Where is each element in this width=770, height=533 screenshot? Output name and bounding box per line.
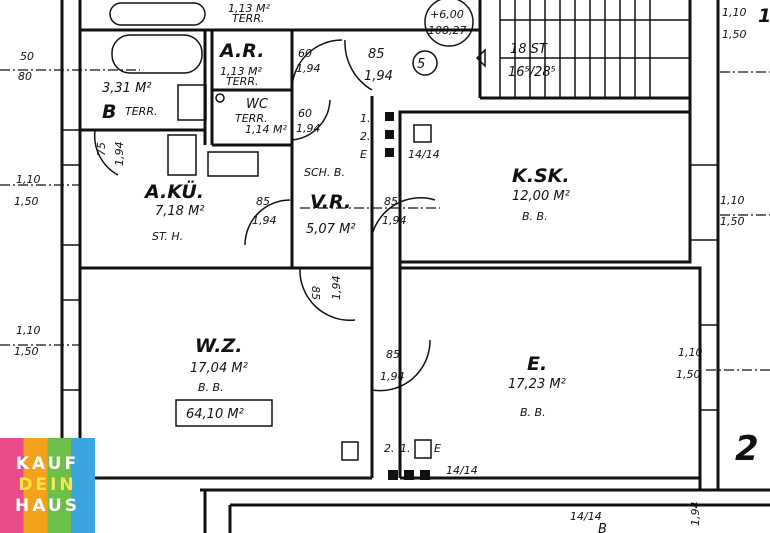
window-height: 1,50: [676, 368, 701, 381]
storage-top-area: 1,13 M²: [228, 2, 270, 15]
vent-icon: [413, 124, 432, 143]
door-dimension: 1,94: [689, 502, 702, 527]
labels: 1,13 M² TERR. 50 80 3,31 M² B TERR. A.R.…: [14, 2, 770, 533]
wc-area: 1,14 M²: [245, 123, 287, 136]
door-height: 1,94: [380, 370, 405, 383]
storage-top-note: TERR.: [232, 12, 264, 25]
window-width: 1,10: [16, 173, 41, 186]
window-height: 80: [18, 70, 32, 83]
wc-name: WC: [246, 97, 269, 112]
window-width: 1,10: [720, 194, 745, 207]
storage-note: TERR.: [226, 75, 258, 88]
walls: [60, 0, 770, 533]
staircase: [499, 0, 690, 98]
sink: [207, 151, 259, 177]
window-width: 50: [20, 50, 34, 63]
door-width: 85: [256, 195, 270, 208]
door-width: 75: [95, 142, 108, 156]
window-width: 1,10: [16, 324, 41, 337]
hall-area: 5,07 M²: [306, 222, 356, 237]
apartment-number: 5: [417, 57, 425, 72]
shaft-label: 1.: [360, 112, 371, 125]
door-height: 1,94: [296, 62, 321, 75]
washbasin: [177, 84, 207, 121]
living-room-note: B. B.: [198, 381, 224, 394]
shaft-label: 2.: [360, 130, 371, 143]
apartment-number-circle: [412, 50, 438, 76]
bathtub-top: [109, 2, 206, 26]
total-area: 64,10 M²: [186, 407, 244, 422]
door-height: 1,94: [113, 142, 126, 167]
level-bottom: 108,27: [428, 24, 467, 37]
door-height: 1,94: [364, 69, 393, 84]
shaft-size: 14/14: [446, 464, 478, 477]
level-top: +6,00: [430, 8, 464, 21]
hall-name: V.R.: [310, 191, 351, 213]
vent-icon-2: [341, 441, 359, 461]
small-bedroom-name: K.SK.: [512, 165, 570, 187]
hall-note: SCH. B.: [304, 166, 345, 179]
storage-name: A.R.: [218, 40, 264, 62]
door-width: 85: [386, 348, 400, 361]
bathtub: [111, 34, 203, 74]
door-height: 1,94: [296, 122, 321, 135]
window-height: 1,50: [14, 345, 39, 358]
shaft-size: 14/14: [570, 510, 602, 523]
window-height: 1,50: [14, 195, 39, 208]
logo-line-1: KAUF: [15, 454, 80, 474]
toilet-marker: [215, 93, 225, 103]
wc-note: TERR.: [235, 112, 267, 125]
shaft-label: 2.: [384, 442, 395, 455]
small-bedroom-note: B. B.: [522, 210, 548, 223]
door-height: 1,94: [252, 214, 277, 227]
door-width: 85: [384, 195, 398, 208]
door-swings: [0, 39, 770, 392]
window-height: 1,50: [722, 28, 747, 41]
shaft-label: 1.: [400, 442, 411, 455]
bath-label-below: B: [598, 522, 607, 533]
logo-line-2: DEIN: [18, 475, 77, 495]
small-bedroom-area: 12,00 M²: [512, 189, 570, 204]
kitchen-note: ST. H.: [152, 230, 183, 243]
kitchen-area: 7,18 M²: [155, 204, 205, 219]
stair-arrow: [475, 48, 486, 68]
door-width: 60: [298, 47, 312, 60]
stove: [167, 134, 197, 176]
shaft-size: 14/14: [408, 148, 440, 161]
door-height: 1,94: [382, 214, 407, 227]
level-marker: [424, 0, 474, 47]
stairs-ratio: 16⁵/28⁵: [508, 65, 556, 80]
living-room-area: 17,04 M²: [190, 361, 248, 376]
door-height: 1,94: [330, 276, 343, 301]
total-area-box: [175, 399, 273, 427]
vent-icon-3: [414, 439, 432, 459]
living-room-name: W.Z.: [195, 335, 243, 357]
shaft-label: E: [360, 148, 367, 161]
storage-area: 1,13 M²: [220, 65, 262, 78]
fixtures: [109, 0, 690, 480]
kitchen-name: A.KÜ.: [143, 179, 204, 203]
next-unit-number: 1: [758, 5, 770, 27]
bath-area: 3,31 M²: [102, 81, 152, 96]
door-width: 85: [368, 47, 385, 62]
next-unit-number: 2: [735, 429, 759, 469]
bedroom-note: B. B.: [520, 406, 546, 419]
bath-note: TERR.: [125, 105, 157, 118]
bedroom-area: 17,23 M²: [508, 377, 566, 392]
window-height: 1,50: [720, 215, 745, 228]
door-width: 60: [298, 107, 312, 120]
bedroom-name: E.: [527, 353, 547, 375]
bath-name: B: [102, 101, 116, 123]
window-width: 1,10: [722, 6, 747, 19]
window-width: 1,10: [678, 346, 703, 359]
logo-line-3: HAUS: [15, 496, 80, 516]
kaufdeinhaus-logo: KAUF DEIN HAUS: [0, 438, 95, 533]
stairs-count: 18 ST: [510, 42, 548, 57]
shaft-label: E: [434, 442, 441, 455]
door-width: 85: [309, 286, 322, 300]
